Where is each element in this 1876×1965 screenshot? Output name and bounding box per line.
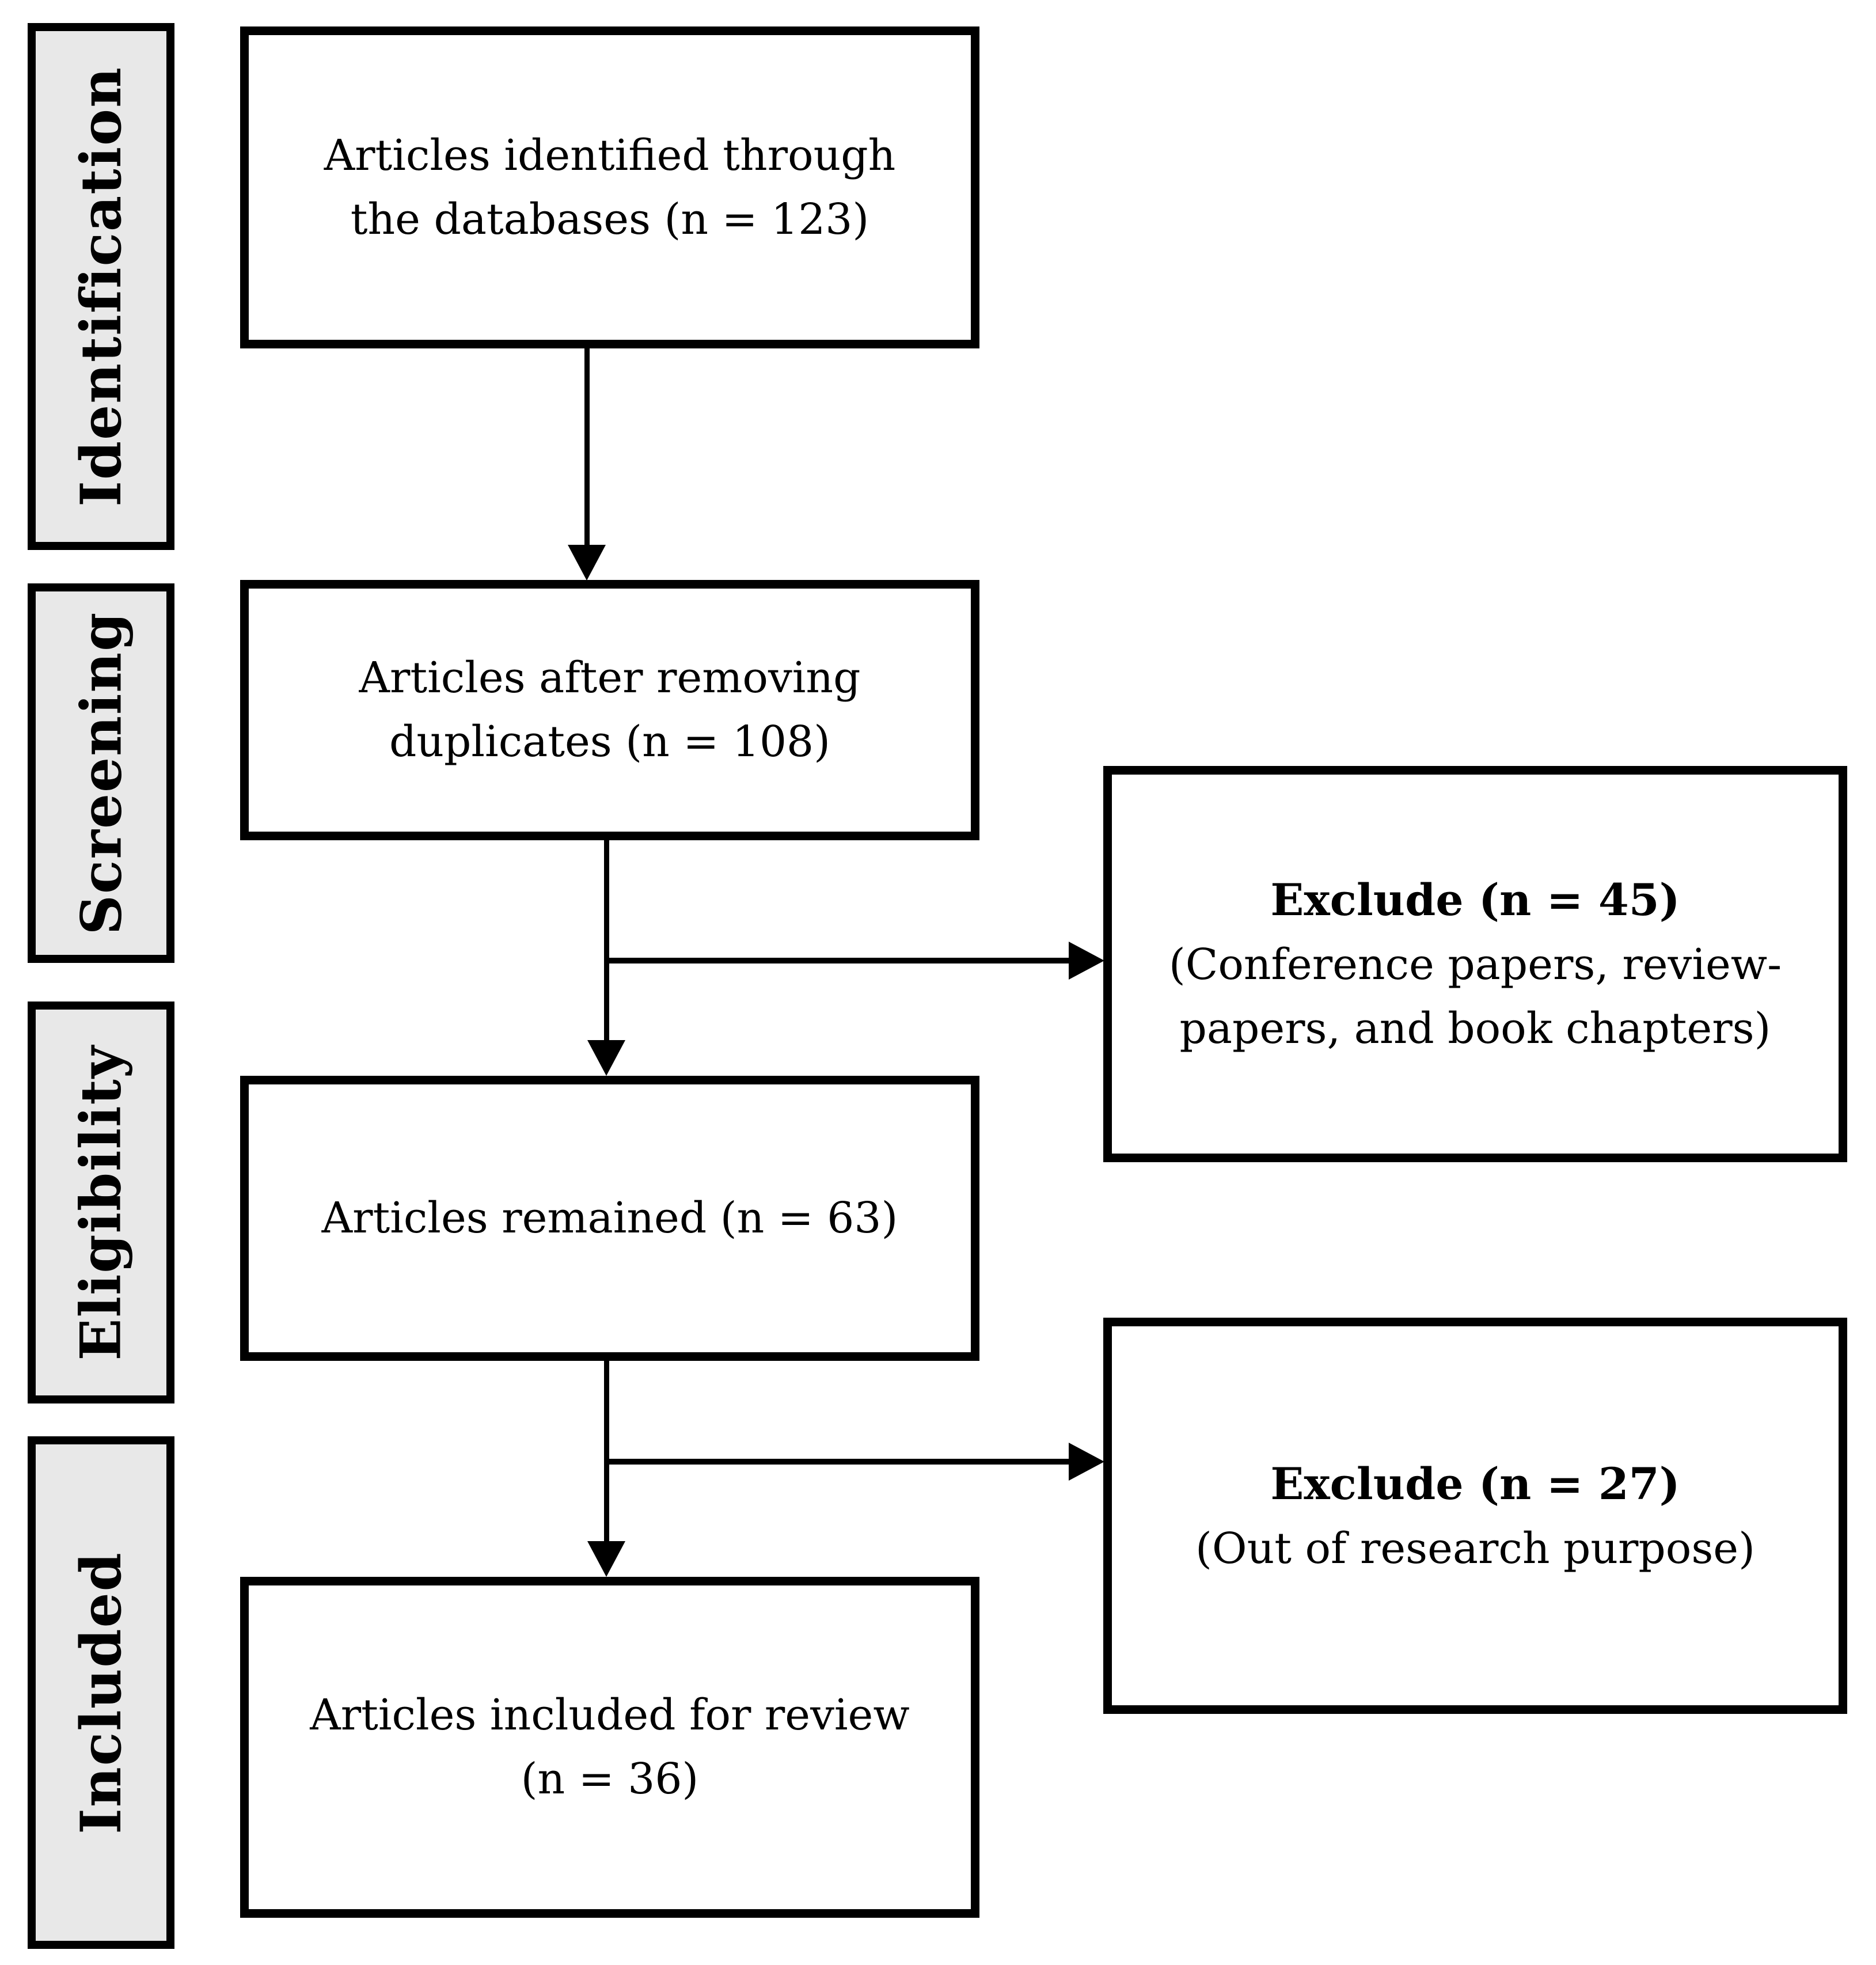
flow-box-articles-included: Articles included for review (n = 36) [240,1577,979,1918]
flow-box-duplicates-removed: Articles after removing duplicates (n = … [240,580,979,840]
arrowhead-right-icon-2 [1069,1443,1104,1481]
stage-label-screening: Screening [28,583,174,963]
stage-label-included-text: Included [69,1551,134,1834]
stage-label-identification-text: Identification [69,66,134,507]
arrowhead-down-icon-1 [568,545,606,581]
exclude-box-screening-reason: (Conference papers, review- papers, and … [1168,940,1782,1053]
flow-box-articles-included-text: Articles included for review (n = 36) [310,1690,910,1804]
arrow-shaft-identified-to-deduplicated [584,348,590,546]
stage-label-eligibility: Eligibility [28,1002,174,1403]
stage-label-screening-text: Screening [69,611,134,935]
arrowhead-down-icon-3 [587,1541,625,1577]
exclude-box-eligibility-title: Exclude (n = 27) [1270,1458,1680,1509]
flow-box-duplicates-removed-text: Articles after removing duplicates (n = … [359,653,861,767]
arrow-shaft-remained-to-included [604,1361,609,1542]
exclude-box-screening: Exclude (n = 45) (Conference papers, rev… [1103,766,1847,1162]
flow-box-articles-identified-text: Articles identified through the database… [324,130,896,244]
flow-box-articles-remained-text: Articles remained (n = 63) [321,1193,898,1243]
arrowhead-down-icon-2 [587,1040,625,1076]
exclude-box-eligibility-reason: (Out of research purpose) [1195,1523,1755,1573]
stage-label-included: Included [28,1436,174,1949]
stage-label-eligibility-text: Eligibility [69,1044,134,1361]
arrowhead-right-icon-1 [1069,942,1104,980]
exclude-box-screening-title: Exclude (n = 45) [1270,874,1680,925]
exclude-box-eligibility: Exclude (n = 27) (Out of research purpos… [1103,1318,1847,1714]
branch-line-to-exclude-eligibility [606,1459,1069,1465]
branch-line-to-exclude-screening [606,958,1069,963]
stage-label-identification: Identification [28,23,174,550]
flow-box-articles-identified: Articles identified through the database… [240,26,979,348]
flow-box-articles-remained: Articles remained (n = 63) [240,1076,979,1361]
arrow-shaft-deduplicated-to-remained [604,840,609,1041]
